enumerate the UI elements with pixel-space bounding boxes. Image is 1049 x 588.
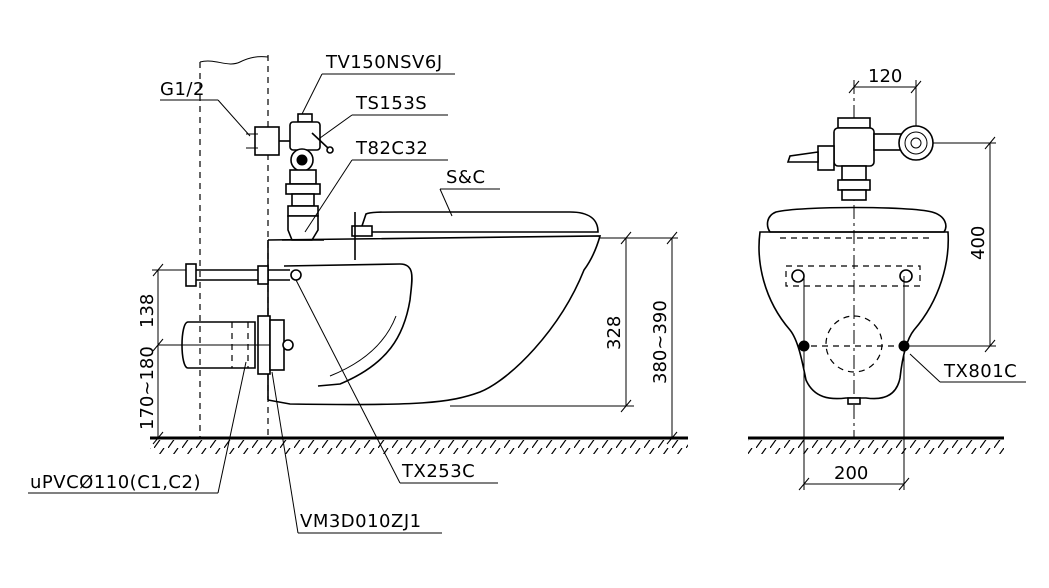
side-floor [150, 436, 688, 454]
label-ts153s: TS153S [355, 93, 427, 114]
front-floor [748, 436, 1004, 454]
front-bowl [758, 231, 950, 405]
dim-380-390: 380~390 [650, 300, 671, 384]
side-leader-lines [28, 73, 500, 534]
front-flush-valve [786, 117, 934, 201]
label-g12: G1/2 [160, 79, 205, 100]
front-seat [766, 206, 947, 239]
side-bowl [267, 235, 602, 406]
dim-120: 120 [868, 66, 902, 87]
label-seat-cover: S&C [446, 167, 486, 188]
label-upvc-pipe: uPVCØ110(C1,C2) [30, 472, 201, 493]
label-tx801c: TX801C [943, 361, 1017, 382]
label-tv150nsv6j: TV150NSV6J [325, 52, 443, 73]
water-supply-pipe [246, 126, 295, 156]
dim-200: 200 [834, 463, 868, 484]
side-dimension-lines [152, 231, 678, 445]
wall [199, 55, 269, 438]
label-tx253c: TX253C [401, 461, 475, 482]
dim-138: 138 [137, 294, 158, 328]
dim-328: 328 [604, 316, 625, 350]
label-vm3d010zj1: VM3D010ZJ1 [300, 511, 422, 532]
seat-and-cover [351, 211, 599, 260]
front-view: 120 400 200 TX801C [748, 66, 1026, 491]
mounting-bolt [185, 263, 302, 287]
front-dimension-lines [798, 80, 1026, 491]
side-view: G1/2 TV150NSV6J TS153S T82C32 S&C uPVCØ1… [28, 52, 688, 534]
dim-170-180: 170~180 [137, 346, 158, 430]
label-t82c32: T82C32 [355, 138, 428, 159]
flush-valve [282, 113, 334, 241]
dim-400: 400 [968, 226, 989, 260]
